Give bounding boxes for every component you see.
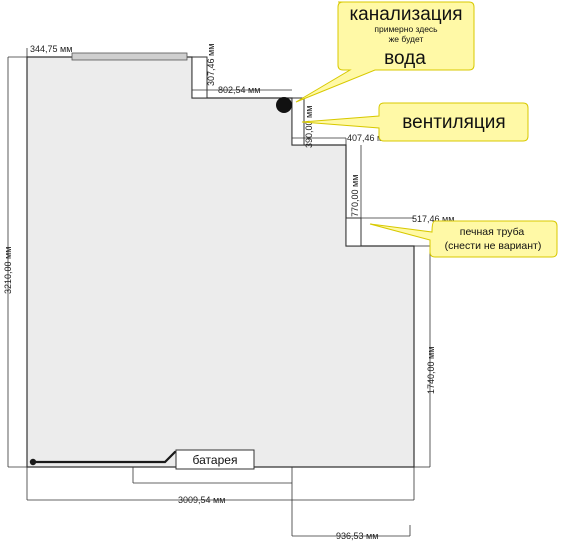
vent-box <box>345 217 362 247</box>
dim-left-wall: 3210,00 мм <box>3 247 13 294</box>
window-element <box>71 52 188 61</box>
ventilation-title: вентиляция <box>402 112 505 133</box>
stove-pipe-line1: печная труба <box>460 226 525 238</box>
battery-label: батарея <box>175 449 255 470</box>
dim-pipe-step: 517,46 мм <box>412 214 454 224</box>
dim-top-step: 802,54 мм <box>218 85 260 95</box>
sewer-note-line2: же будет <box>389 34 424 44</box>
dim-vent-step: 407,46 мм <box>347 133 389 143</box>
dim-right-wall: 1740,00 мм <box>426 347 436 394</box>
stove-pipe-line2: (снести не вариант) <box>445 240 542 252</box>
battery-label-text: батарея <box>193 453 238 467</box>
top-notch <box>191 56 208 99</box>
sewer-note-line1: примерно здесь <box>374 24 438 34</box>
sewer-water: вода <box>384 48 426 69</box>
sewer-title: канализация <box>349 4 462 25</box>
sewer-callout: канализация примерно здесь же будет вода <box>295 1 475 103</box>
dim-right-notch: 390,00 мм <box>304 106 314 148</box>
dim-bottom-wall: 3009,54 мм <box>178 495 225 505</box>
dim-bottom-offset: 936,53 мм <box>336 531 378 541</box>
stove-pipe-callout: печная труба (снести не вариант) <box>369 220 558 258</box>
filled-circle-icon <box>276 97 292 113</box>
dot-icon <box>29 458 37 466</box>
ventilation-callout: вентиляция <box>301 102 529 142</box>
dim-top-left-wall: 344,75 мм <box>30 44 72 54</box>
dimension-lines <box>7 48 431 537</box>
dim-vent-height: 770,00 мм <box>350 175 360 217</box>
dim-top-notch: 307,46 мм <box>206 44 216 86</box>
